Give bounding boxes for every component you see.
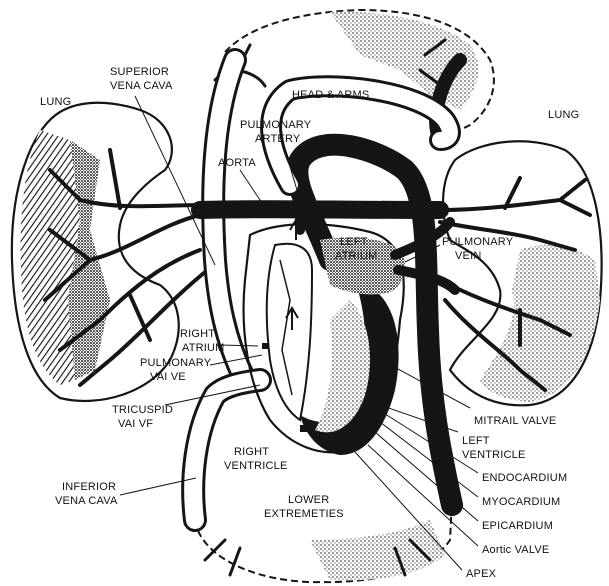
label-pulmonary-valve-2: VAI VE [150, 371, 186, 383]
label-tricuspid-valve-1: TRICUSPID [112, 404, 173, 416]
label-tricuspid-valve-2: VAI VF [118, 418, 153, 430]
label-pulmonary-artery-1: PULMONARY [240, 119, 312, 131]
label-pulmonary-valve-1: PULMONARY [140, 357, 212, 369]
label-head-arms: HEAD & ARMS [292, 89, 369, 101]
label-left-ventricle-2: VENTRICLE [462, 449, 526, 461]
label-right-ventricle-2: VENTRICLE [224, 460, 288, 472]
label-superior-vena-cava-1: SUPERIOR [110, 66, 169, 78]
label-lung-left: LUNG [40, 96, 71, 108]
label-endocardium: ENDOCARDIUM [482, 472, 567, 484]
label-right-atrium-2: ATRIUM [182, 342, 225, 354]
right-lung [440, 141, 602, 405]
label-pulmonary-vein-2: VEIN [455, 250, 481, 262]
label-right-atrium-1: RIGHT [180, 328, 215, 340]
label-aorta: AORTA [218, 157, 256, 169]
label-apex: APEX [466, 568, 497, 580]
label-aortic-valve: Aortic VALVE [482, 544, 549, 556]
label-lower-extremeties-2: EXTREMETIES [264, 508, 344, 520]
label-mitrail-valve: MITRAIL VALVE [474, 415, 556, 427]
label-myocardium: MYOCARDIUM [482, 496, 560, 508]
label-left-atrium-2: ATRIUM [335, 250, 378, 262]
label-left-atrium-1: LEFT [340, 236, 368, 248]
label-right-ventricle-1: RIGHT [234, 446, 269, 458]
heart [244, 220, 406, 455]
label-lower-extremeties-1: LOWER [288, 494, 329, 506]
label-epicardium: EPICARDIUM [482, 520, 553, 532]
label-pulmonary-artery-2: ARTERY [255, 133, 301, 145]
label-lung-right: LUNG [548, 109, 579, 121]
label-superior-vena-cava-2: VENA CAVA [110, 80, 173, 92]
label-inferior-vena-cava-1: INFERIOR [62, 481, 116, 493]
label-left-ventricle-1: LEFT [462, 435, 490, 447]
label-pulmonary-vein-1: PULMONARY [442, 236, 514, 248]
label-inferior-vena-cava-2: VENA CAVA [55, 495, 118, 507]
